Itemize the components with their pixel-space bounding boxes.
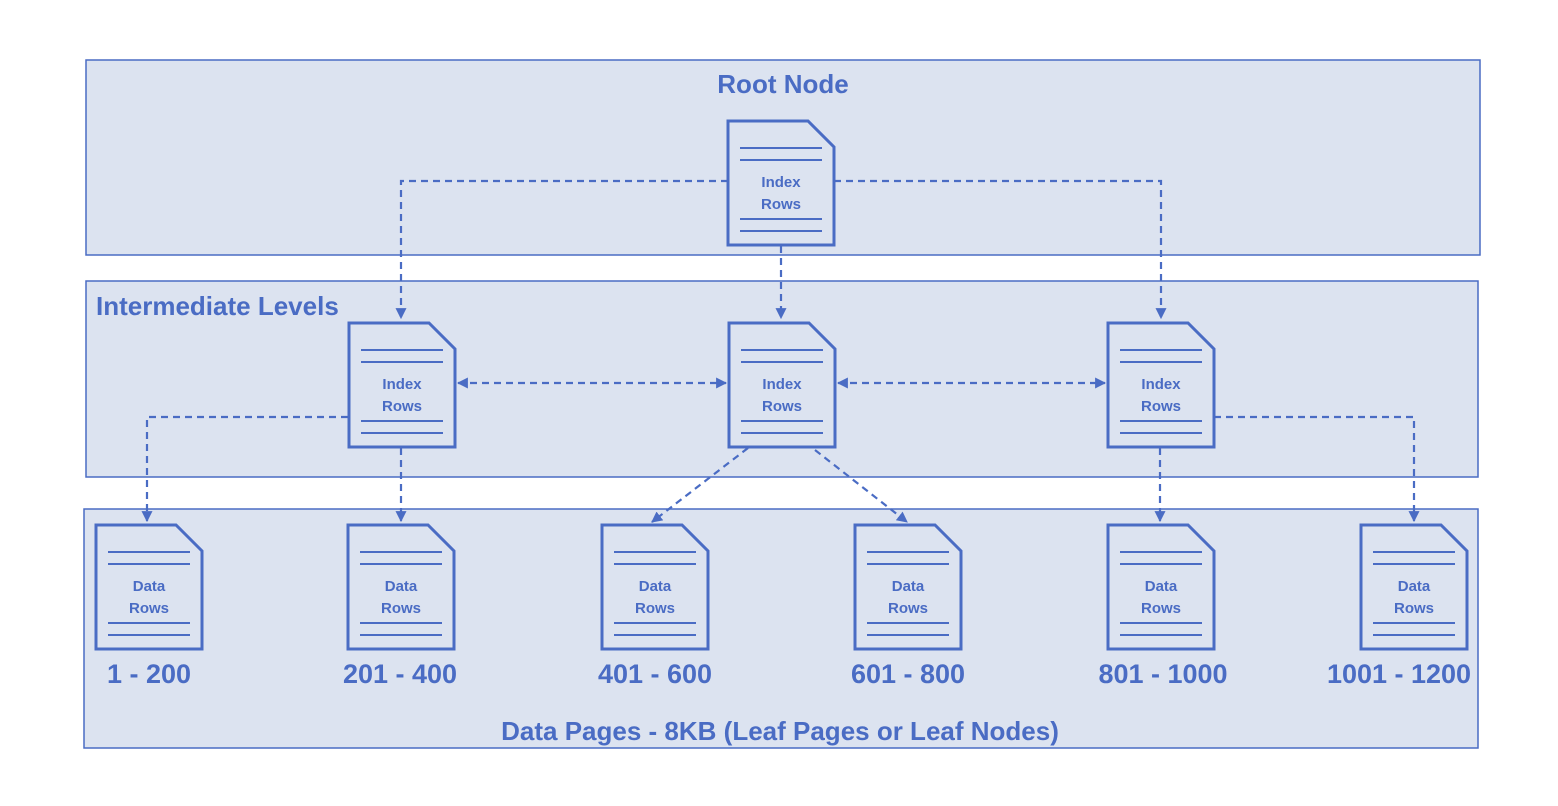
page-label-line1: Data	[385, 578, 418, 595]
page-label-line2: Rows	[129, 600, 169, 617]
page-label-line2: Rows	[761, 196, 801, 213]
page-label-line1: Index	[762, 376, 802, 393]
page-icon	[853, 523, 963, 651]
page-label-line1: Data	[1398, 578, 1431, 595]
page-icon	[346, 523, 456, 651]
page-icon	[347, 321, 457, 449]
leaf-range-label: 1001 - 1200	[1327, 659, 1471, 689]
page-label-line1: Data	[1145, 578, 1178, 595]
page-label-line1: Index	[382, 376, 422, 393]
page-label-line2: Rows	[381, 600, 421, 617]
page-icon	[727, 321, 837, 449]
page-label-line2: Rows	[1141, 600, 1181, 617]
connector-root-to-left	[395, 179, 728, 320]
connectors	[141, 179, 1420, 523]
page-label-line1: Index	[1141, 376, 1181, 393]
page-label-line1: Data	[639, 578, 672, 595]
leaf-range-label: 401 - 600	[598, 659, 712, 689]
page-icon	[600, 523, 710, 651]
page-icon	[726, 119, 836, 247]
page-icon	[1106, 321, 1216, 449]
page-label-line2: Rows	[762, 398, 802, 415]
leaf-range-label: 201 - 400	[343, 659, 457, 689]
connector-middle-to-leaf-3	[651, 447, 749, 523]
page-icon	[1106, 523, 1216, 651]
page-label-line2: Rows	[1141, 398, 1181, 415]
leaf-range-labels: 1 - 200 201 - 400 401 - 600 601 - 800 80…	[107, 659, 1471, 689]
root-node-title: Root Node	[717, 69, 848, 99]
page-nodes: IndexRowsIndexRowsIndexRowsIndexRowsData…	[94, 119, 1469, 651]
leaf-range-label: 601 - 800	[851, 659, 965, 689]
connector-middle-to-leaf-4	[814, 449, 908, 523]
connector-left-to-leaf-1	[141, 415, 348, 523]
leaf-range-label: 1 - 200	[107, 659, 191, 689]
page-icon	[94, 523, 204, 651]
connector-root-to-right	[834, 179, 1167, 320]
page-label-line1: Data	[133, 578, 166, 595]
page-label-line1: Data	[892, 578, 925, 595]
intermediate-levels-title: Intermediate Levels	[96, 291, 339, 321]
page-label-line1: Index	[761, 174, 801, 191]
connector-right-to-leaf-6	[1214, 415, 1420, 523]
leaf-pages-title: Data Pages - 8KB (Leaf Pages or Leaf Nod…	[501, 716, 1059, 746]
page-label-line2: Rows	[1394, 600, 1434, 617]
leaf-pages-band	[83, 508, 1479, 749]
page-label-line2: Rows	[635, 600, 675, 617]
page-label-line2: Rows	[382, 398, 422, 415]
leaf-range-label: 801 - 1000	[1098, 659, 1227, 689]
page-label-line2: Rows	[888, 600, 928, 617]
page-icon	[1359, 523, 1469, 651]
